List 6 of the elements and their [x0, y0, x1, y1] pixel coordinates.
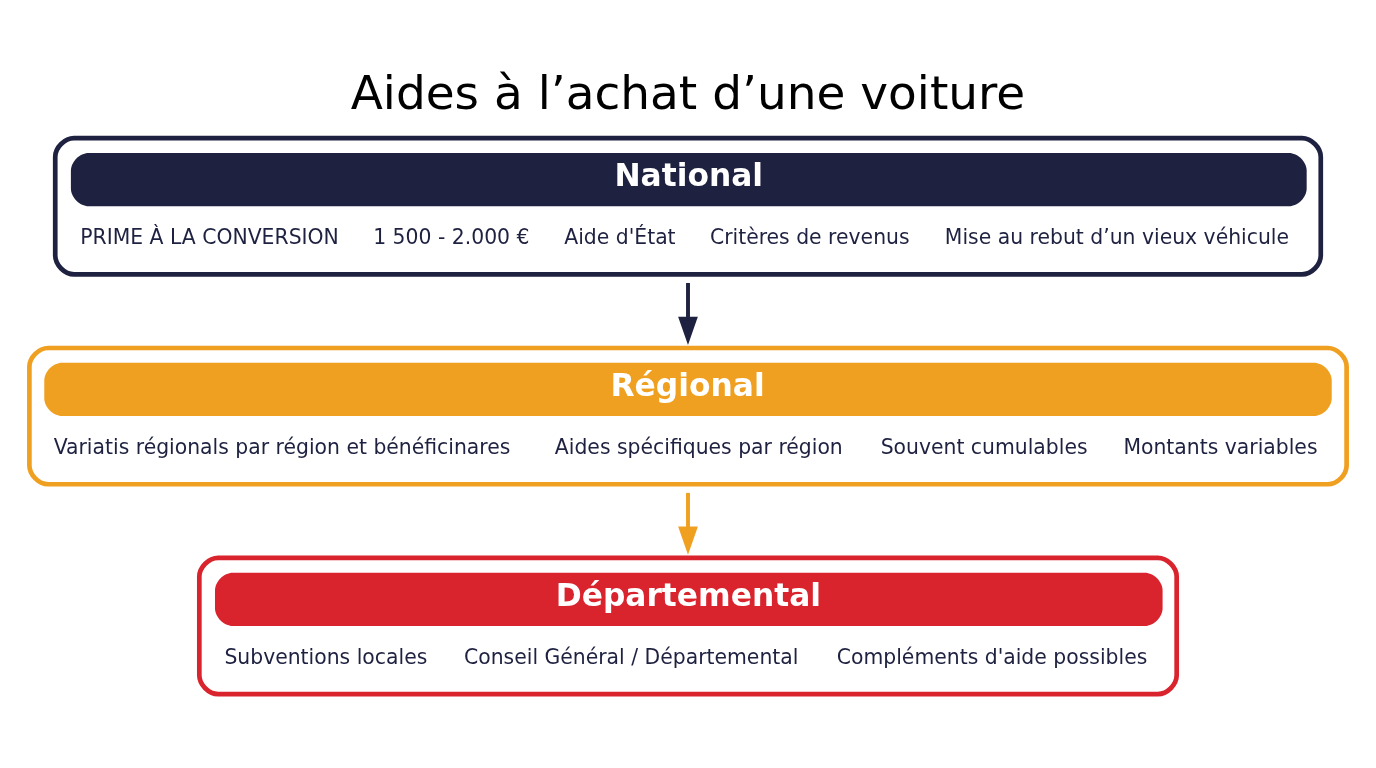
- node-box: National PRIME À LA CONVERSION 1 500 - 2.000 € Aide d'État Critères de revenus Mise au rebut d’un vieux véhicule: [52, 135, 1324, 277]
- diagram-title: Aides à l’achat d’une voiture: [350, 65, 1026, 121]
- arrow: [678, 492, 698, 555]
- arrow: [678, 283, 698, 345]
- node-box: Départemental Subventions locales Conseil Général / Départemental Compléments d'aide possibles: [197, 555, 1179, 697]
- node-box: Régional Variatis régionals par région et bénéficinares Aides spécifiques par région Souvent cumulables Montants variables: [27, 345, 1349, 487]
